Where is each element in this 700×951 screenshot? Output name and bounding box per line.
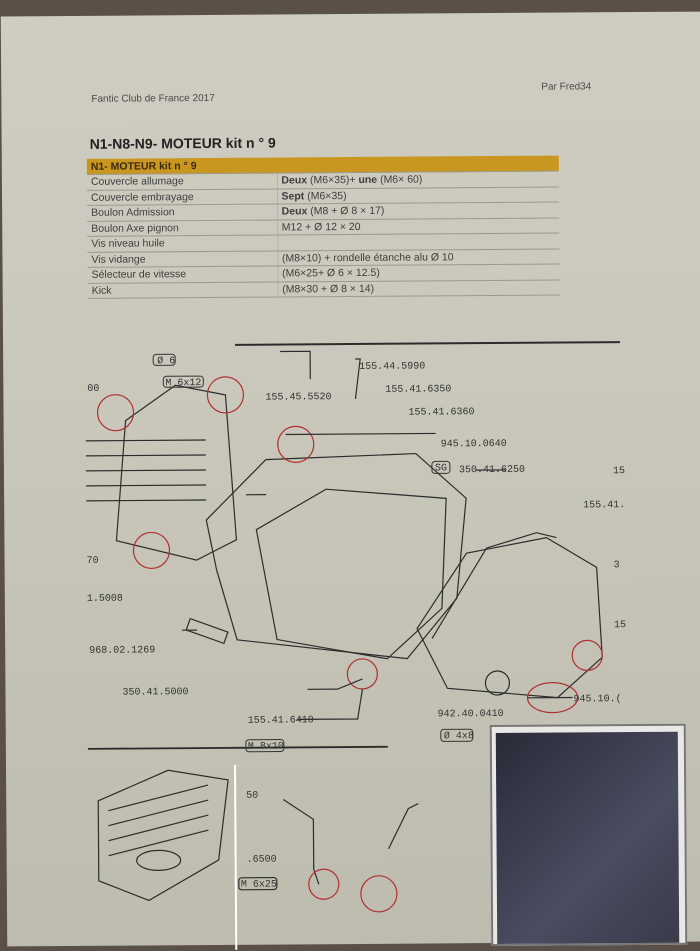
callout-label: 155.41.6360 [409, 407, 475, 418]
spec-quantity: Deux [282, 206, 308, 218]
callout-label: M 6x25 [241, 880, 277, 891]
part-name: Kick [88, 282, 278, 299]
part-name: Couvercle allumage [87, 173, 277, 190]
callout-label: 3 [614, 560, 620, 571]
spec-text: (M6×35) [304, 190, 346, 202]
callout-label: 155.41. [583, 500, 625, 511]
callout-label: .6500 [247, 855, 277, 866]
callout-label: Ø 4x8 [444, 730, 474, 742]
part-spec: (M8×30 + Ø 8 × 14) [278, 280, 560, 297]
spec-quantity: Sept [281, 190, 304, 202]
crankcase-shape [206, 453, 467, 660]
callout-label: 155.44.5990 [359, 362, 425, 373]
spec-text: (M6× 60) [377, 174, 422, 186]
callout-label: SG [435, 463, 447, 474]
spec-text: (M6×35)+ [307, 174, 358, 186]
spec-text: M12 + Ø 12 × 20 [282, 221, 361, 234]
callout-label: 155.45.5520 [265, 392, 331, 403]
part-name: Sélecteur de vitesse [88, 266, 278, 283]
callout-label: M 8x10 [248, 741, 284, 752]
callout-label: 968.02.1269 [89, 645, 155, 656]
spec-text: (M8 + Ø 8 × 17) [307, 205, 384, 218]
part-name: Boulon Axe pignon [87, 220, 277, 237]
spec-quantity: une [358, 174, 377, 186]
callout-label: 50 [246, 791, 258, 802]
spec-text: (M8×30 + Ø 8 × 14) [282, 283, 374, 296]
part-name: Vis vidange [87, 251, 277, 268]
document-page: Fantic Club de France 2017 Par Fred34 N1… [1, 12, 700, 947]
spec-text: (M8×10) + rondelle étanche alu Ø 10 [282, 251, 454, 264]
part-name: Couvercle embrayage [87, 189, 277, 206]
spec-text: (M6×25+ Ø 6 × 12.5) [282, 267, 380, 280]
callout-label: M 6x12 [165, 378, 201, 389]
callout-label: 1.5008 [87, 594, 123, 605]
callout-label: 945.10.( [574, 693, 622, 705]
table-row: Kick (M8×30 + Ø 8 × 14) [88, 280, 560, 299]
callout-label: 350.41.6250 [459, 465, 525, 476]
callout-label: 70 [87, 556, 99, 567]
part-name: Boulon Admission [87, 204, 277, 221]
inset-photo-tools [490, 724, 688, 946]
callout-label: 15 [613, 466, 625, 477]
spec-quantity: Deux [281, 175, 307, 187]
callout-label: 945.10.0640 [441, 439, 507, 450]
callout-label: 155.41.6410 [248, 715, 314, 726]
part-name: Vis niveau huile [87, 235, 277, 252]
callout-label: 00 [87, 384, 99, 395]
callout-label: 155.41.6350 [385, 384, 451, 395]
callout-label: 350.41.5000 [122, 687, 188, 698]
callout-label: 15 [614, 620, 626, 631]
page-title: N1-N8-N9- MOTEUR kit n ° 9 [90, 135, 276, 152]
callout-label: 942.40.0410 [438, 709, 504, 720]
parts-table: N1- MOTEUR kit n ° 9 Couvercle allumage … [87, 156, 560, 299]
header-right: Par Fred34 [541, 81, 591, 92]
callout-label: Ø 6 [157, 355, 175, 367]
header-left: Fantic Club de France 2017 [91, 93, 214, 105]
